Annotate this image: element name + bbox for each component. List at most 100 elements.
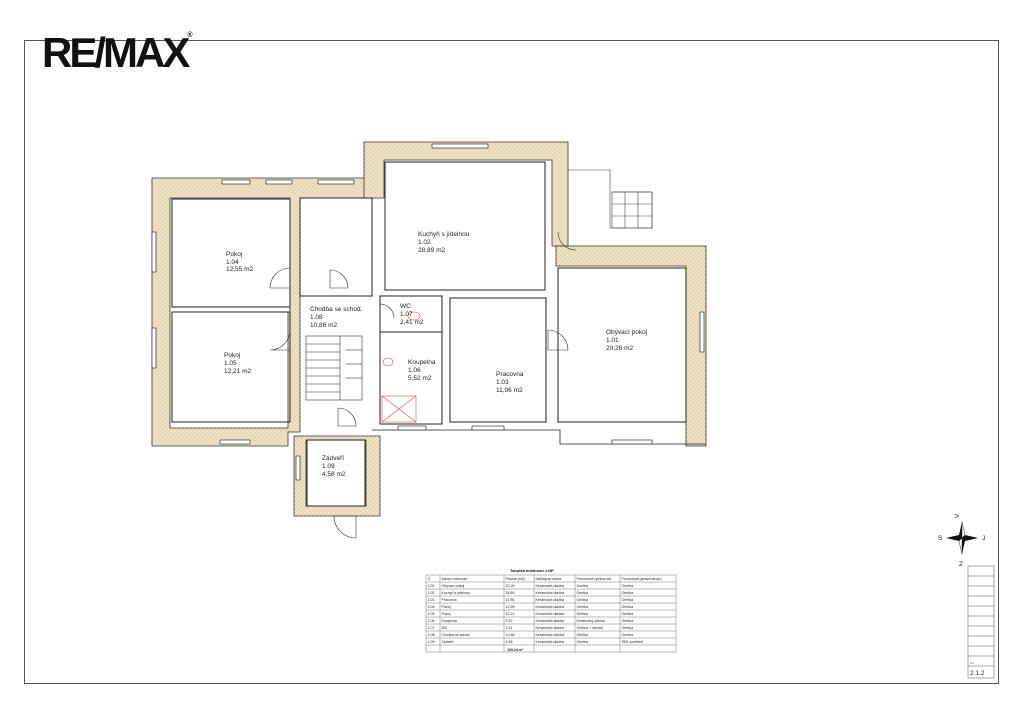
- table-cell: Omítka: [622, 598, 634, 602]
- table-cell: Omítka: [622, 591, 634, 595]
- table-cell: Omítka: [622, 584, 634, 588]
- table-cell: Keramická dlažba: [536, 591, 565, 595]
- table-cell: 4,58: [506, 640, 513, 644]
- table-cell: 2,41: [506, 626, 513, 630]
- table-cell: Omítka: [622, 612, 634, 616]
- table-cell: SDK podhled: [622, 640, 643, 644]
- room-table-grid: [425, 574, 677, 653]
- room-area: 2,41 m2: [400, 319, 424, 326]
- table-cell: Omítka: [577, 612, 589, 616]
- table-cell: 1.06: [428, 619, 435, 623]
- staircase: [305, 335, 363, 401]
- table-cell: Keramická dlažba: [536, 619, 565, 623]
- table-cell: 1.07: [428, 626, 435, 630]
- room-name: Obývací pokoj: [606, 329, 647, 336]
- room-area: 28,89 m2: [418, 247, 445, 254]
- table-cell: Omítka: [577, 584, 589, 588]
- room-id: 1.04: [226, 259, 239, 266]
- wall-living: [555, 245, 707, 447]
- compass-east: J: [982, 535, 985, 542]
- room-1-03-outline: [449, 297, 547, 423]
- room-name: Pokoj: [226, 251, 242, 258]
- room-name: Pokoj: [224, 352, 240, 359]
- compass-rose: V S J Z: [938, 513, 985, 568]
- table-header-cell: Povrchové úprava zdí: [577, 577, 612, 581]
- corridor-outline: [299, 197, 373, 297]
- table-cell: Omítka: [577, 591, 589, 595]
- room-id: 1.09: [322, 463, 335, 470]
- room-id: 1.01: [606, 337, 619, 344]
- stamp-label: č.v.: [970, 661, 975, 665]
- room-area: 4,58 m2: [322, 471, 346, 478]
- table-cell: 20,26: [506, 584, 515, 588]
- room-id: 1.06: [408, 367, 421, 374]
- table-cell: 1.02: [428, 591, 435, 595]
- terrace-steps: [568, 169, 653, 229]
- table-cell: 1.05: [428, 612, 435, 616]
- room-id: 1.05: [224, 360, 237, 367]
- room-table-total: 109,24 m²: [507, 648, 524, 652]
- room-name: Pracovna: [496, 371, 524, 378]
- table-cell: WC: [442, 626, 448, 630]
- room-name: Kuchyň s jídelnou: [418, 231, 470, 238]
- room-area: 5,52 m2: [408, 375, 432, 382]
- table-cell: Keramická dlažba: [536, 598, 565, 602]
- table-cell: Omítka: [622, 619, 634, 623]
- table-cell: Omítka: [577, 598, 589, 602]
- table-cell: Keramická dlažba: [536, 640, 565, 644]
- table-header-cell: Plocha (m2): [506, 577, 525, 581]
- table-header-cell: Povrchová úprava stropu: [622, 577, 662, 581]
- room-name: Chodba se schod.: [310, 306, 363, 313]
- table-header-cell: Č.: [428, 576, 432, 581]
- table-cell: Keramická dlažba: [536, 626, 565, 630]
- compass-north: V: [954, 513, 961, 518]
- drawing-number: 2.1.2: [970, 670, 985, 677]
- room-area: 20,26 m2: [606, 345, 633, 352]
- door-swings: [269, 231, 577, 539]
- table-cell: Omítka + obklad: [577, 626, 603, 630]
- room-name: Zádveří: [322, 455, 344, 462]
- room-table: Tabulka místností 1.NP Č.Název místnosti…: [425, 568, 677, 653]
- title-block: [967, 565, 995, 679]
- table-cell: 5,52: [506, 619, 513, 623]
- table-cell: Chodba se schod.: [442, 633, 471, 637]
- table-cell: Keramická dlažba: [536, 633, 565, 637]
- room-name: WC: [400, 303, 411, 310]
- table-cell: Pokoj: [442, 612, 451, 616]
- outer-building-line: [372, 429, 706, 445]
- table-cell: 10,86: [506, 633, 515, 637]
- table-cell: Omítka: [622, 633, 634, 637]
- room-1-09-outline: [306, 439, 366, 507]
- table-cell: Keramická dlažba: [536, 584, 565, 588]
- table-cell: Omítka: [622, 626, 634, 630]
- room-area: 10,86 m2: [310, 322, 337, 329]
- remax-logo: RE/MAX®: [42, 32, 193, 74]
- table-cell: Obývací pokoj: [442, 584, 465, 588]
- table-cell: 1.04: [428, 605, 435, 609]
- table-cell: 28,89: [506, 591, 515, 595]
- room-name: Koupelna: [408, 359, 436, 366]
- table-header-cell: Název místnosti: [442, 577, 468, 581]
- table-cell: Kuchyň s jídelnou: [442, 591, 470, 595]
- exterior-walls: [151, 141, 707, 517]
- logo-registered-mark: ®: [187, 32, 193, 39]
- table-cell: 1.03: [428, 598, 435, 602]
- room-1-06-outline: [379, 331, 443, 425]
- room-1-04-outline: [171, 198, 291, 308]
- table-cell: Pokoj: [442, 605, 451, 609]
- room-1-02-outline: [384, 161, 546, 291]
- table-cell: Koupelna: [442, 619, 457, 623]
- room-id: 1.07: [400, 311, 413, 318]
- table-cell: 12,21: [506, 612, 515, 616]
- table-cell: 1.08: [428, 633, 435, 637]
- table-cell: 1.01: [428, 584, 435, 588]
- room-1-05-outline: [171, 311, 291, 423]
- logo-text: RE/MAX: [42, 29, 190, 76]
- table-cell: Keramická dlažba: [536, 605, 565, 609]
- table-cell: 12,55: [506, 605, 515, 609]
- room-id: 1.03: [496, 379, 509, 386]
- table-cell: 1.09: [428, 640, 435, 644]
- compass-west: S: [938, 535, 943, 542]
- table-cell: 11,96: [506, 598, 515, 602]
